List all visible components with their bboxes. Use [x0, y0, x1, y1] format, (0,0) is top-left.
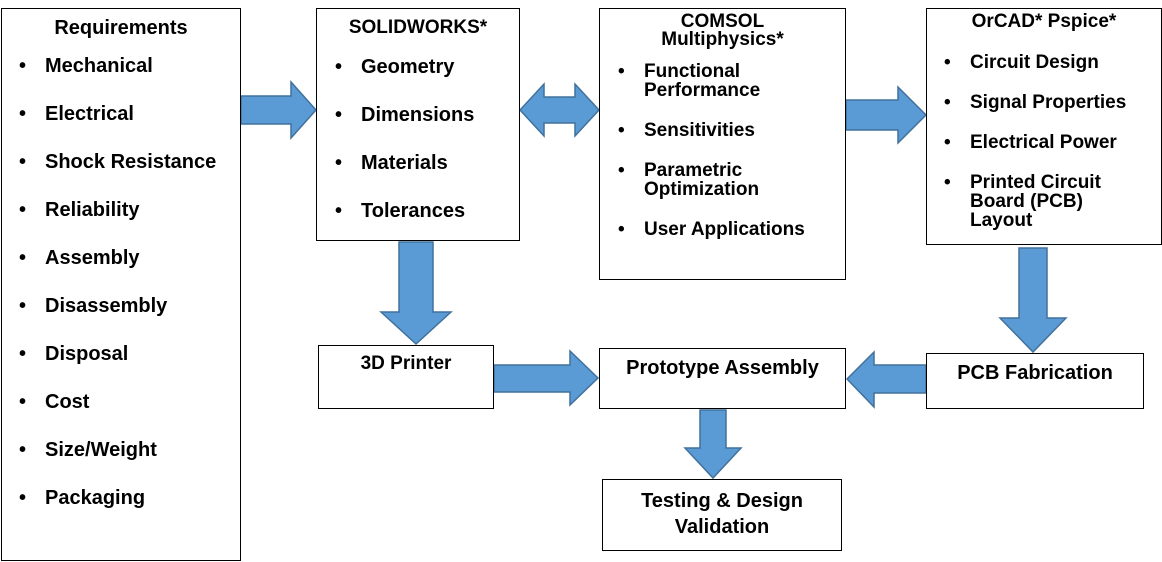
requirements-title: Requirements — [54, 17, 188, 39]
list-item: Assembly — [19, 247, 240, 295]
list-item: Packaging — [19, 487, 240, 535]
list-item: Disposal — [19, 343, 240, 391]
list-item: Materials — [335, 152, 519, 200]
solidworks-list: Geometry Dimensions Materials Tolerances — [317, 56, 519, 248]
pcb-fabrication-box: PCB Fabrication — [926, 353, 1144, 409]
orcad-list: Circuit Design Signal Properties Electri… — [927, 53, 1161, 231]
list-item: Cost — [19, 391, 240, 439]
arrow-orcad-to-pcb-fabrication — [998, 247, 1068, 354]
list-item: Tolerances — [335, 200, 519, 248]
arrow-pcb-fabrication-to-prototype — [845, 350, 927, 409]
list-item: Parametric Optimization — [618, 161, 845, 220]
list-item: Electrical — [19, 103, 240, 151]
list-item: Functional Performance — [618, 62, 845, 121]
arrow-solidworks-to-3d-printer — [379, 241, 453, 346]
3d-printer-box: 3D Printer — [318, 345, 494, 409]
testing-validation-box: Testing & Design Validation — [602, 479, 842, 551]
comsol-title-line1: COMSOL — [680, 11, 765, 32]
list-item: Electrical Power — [944, 133, 1161, 173]
pcb-fabrication-label: PCB Fabrication — [957, 362, 1113, 384]
list-item: Disassembly — [19, 295, 240, 343]
arrow-comsol-to-orcad — [845, 85, 928, 145]
orcad-title: OrCAD* Pspice* — [971, 11, 1117, 32]
testing-label-line1: Testing & Design — [641, 490, 803, 512]
solidworks-box: SOLIDWORKS* Geometry Dimensions Material… — [316, 8, 520, 241]
comsol-list: Functional Performance Sensitivities Par… — [600, 62, 845, 239]
prototype-assembly-label: Prototype Assembly — [626, 357, 819, 379]
list-item: Geometry — [335, 56, 519, 104]
arrow-3d-printer-to-prototype — [493, 349, 600, 407]
list-item: Sensitivities — [618, 121, 845, 161]
requirements-box: Requirements Mechanical Electrical Shock… — [1, 8, 241, 561]
testing-label-line2: Validation — [674, 516, 770, 538]
list-item: Shock Resistance — [19, 151, 240, 199]
comsol-title-line2: Multiphysics* — [661, 29, 784, 50]
list-item: Printed Circuit Board (PCB) Layout — [944, 173, 1161, 230]
requirements-list: Mechanical Electrical Shock Resistance R… — [2, 55, 240, 535]
orcad-box: OrCAD* Pspice* Circuit Design Signal Pro… — [926, 8, 1162, 245]
arrow-prototype-to-testing — [683, 409, 743, 480]
arrow-solidworks-comsol-bidirectional — [518, 82, 601, 138]
arrow-requirements-to-solidworks — [240, 80, 318, 140]
list-item: Reliability — [19, 199, 240, 247]
solidworks-title: SOLIDWORKS* — [348, 17, 488, 38]
list-item: Circuit Design — [944, 53, 1161, 93]
list-item: Size/Weight — [19, 439, 240, 487]
comsol-box: COMSOL Multiphysics* Functional Performa… — [599, 8, 846, 280]
3d-printer-label: 3D Printer — [360, 353, 452, 374]
list-item: Mechanical — [19, 55, 240, 103]
list-item: User Applications — [618, 220, 845, 239]
list-item: Signal Properties — [944, 93, 1161, 133]
prototype-assembly-box: Prototype Assembly — [599, 348, 846, 409]
list-item: Dimensions — [335, 104, 519, 152]
